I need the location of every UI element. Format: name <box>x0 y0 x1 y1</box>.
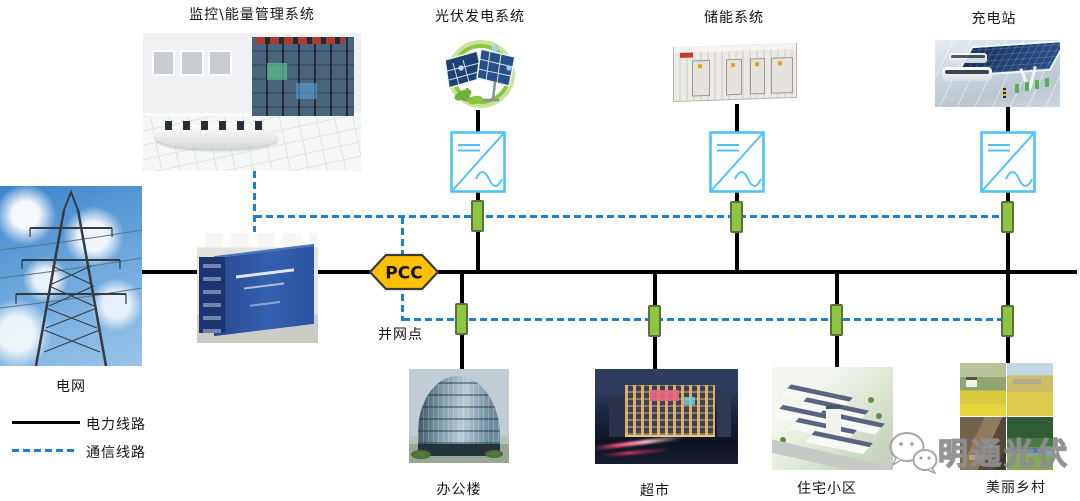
legend-power-label: 电力线路 <box>86 417 146 433</box>
main-power-bus <box>142 270 1077 274</box>
village-image <box>960 363 1053 470</box>
container-side <box>214 243 314 337</box>
storage-inverter-icon <box>709 131 765 193</box>
supermarket-image <box>595 369 738 464</box>
pcc-node: PCC <box>369 253 439 291</box>
upper-comm-bus <box>255 215 1008 218</box>
residential-switch <box>830 304 843 336</box>
mid-rise-building <box>826 405 841 433</box>
pcc-label: PCC <box>385 264 422 284</box>
pv-eco-icon <box>444 40 516 108</box>
storage-image <box>668 38 800 104</box>
storage-label: 储能系统 <box>704 10 764 26</box>
supermarket-label: 超市 <box>640 483 670 499</box>
storage-container <box>673 42 797 103</box>
supermarket-switch <box>648 305 661 337</box>
grid-image <box>0 186 142 366</box>
legend-comm-line-sample <box>12 449 78 452</box>
office-label: 办公楼 <box>436 482 482 498</box>
container-end <box>199 257 225 333</box>
lower-comm-bus <box>403 318 1011 321</box>
residential-label: 住宅小区 <box>797 481 857 497</box>
transmission-tower-icon <box>0 189 142 366</box>
charging-image <box>935 40 1060 107</box>
legend-comm-label: 通信线路 <box>86 445 146 461</box>
charging-label: 充电站 <box>971 11 1017 27</box>
console-desk <box>156 125 279 149</box>
storage-switch <box>730 201 743 233</box>
ems-comm-line <box>253 171 256 232</box>
bus-shape <box>942 67 992 81</box>
office-switch <box>455 303 468 335</box>
pv-image <box>437 38 525 110</box>
village-switch <box>1001 305 1014 337</box>
pv-inverter-icon <box>450 131 506 193</box>
monitoring-image <box>143 33 361 171</box>
office-building <box>418 376 500 456</box>
monitoring-label: 监控\能量管理系统 <box>189 7 315 23</box>
village-label: 美丽乡村 <box>986 480 1046 496</box>
wechat-icon <box>889 432 938 474</box>
office-image <box>409 369 509 463</box>
pv-label: 光伏发电系统 <box>435 9 525 25</box>
grid-label: 电网 <box>56 379 86 395</box>
watermark-text: 明通光伏 <box>937 436 1070 473</box>
mall-building <box>625 385 715 437</box>
converter-station-image <box>197 233 318 343</box>
charging-inverter-icon <box>980 131 1036 193</box>
grid-connection-label: 并网点 <box>378 327 423 343</box>
bus-shape <box>949 53 987 63</box>
legend-power-line-sample <box>12 421 80 424</box>
desk-monitors <box>164 120 266 130</box>
watermark: 明通光伏 <box>886 428 1070 474</box>
pv-switch <box>471 200 484 232</box>
residential-image <box>772 367 893 470</box>
charging-switch <box>1001 201 1014 233</box>
